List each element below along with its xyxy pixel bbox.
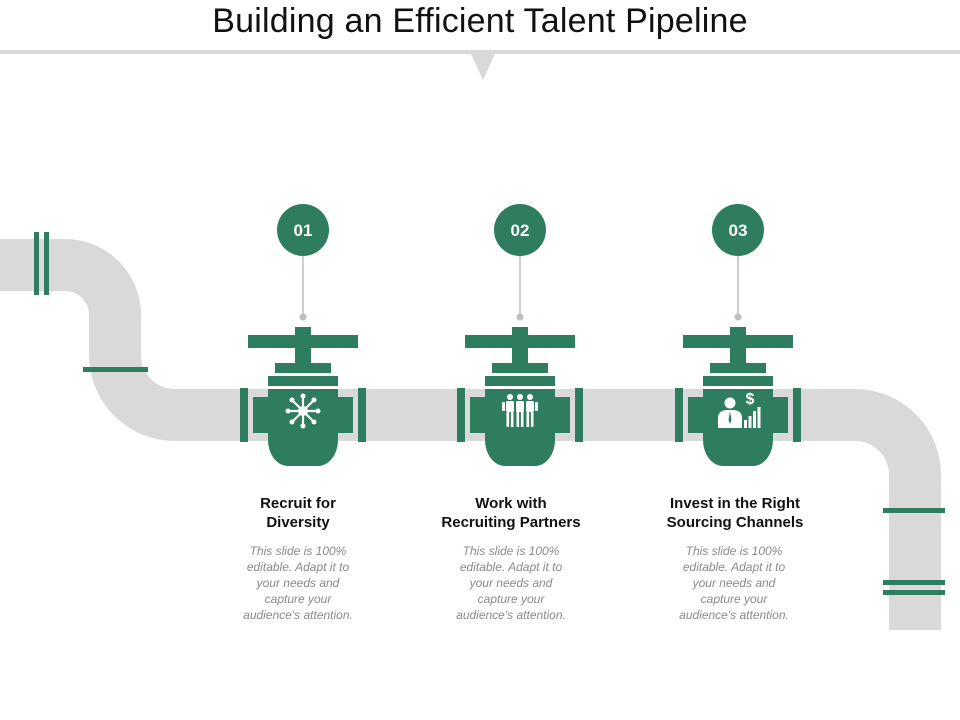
- step-3-desc-line-4: capture your: [700, 592, 768, 606]
- step-3-description: This slide is 100% editable. Adapt it to…: [659, 543, 809, 623]
- step-number: 01: [294, 221, 313, 240]
- step-1-description: This slide is 100% editable. Adapt it to…: [223, 543, 373, 623]
- step-1-desc-line-5: audience's attention.: [243, 608, 353, 622]
- step-1-title: Recruit for Diversity: [198, 494, 398, 532]
- step-1-desc-line-3: your needs and: [256, 576, 340, 590]
- pipe: [0, 239, 941, 630]
- step-3-desc-line-3: your needs and: [692, 576, 776, 590]
- slide-title: Building an Efficient Talent Pipeline: [212, 2, 748, 40]
- step-3-title-line-1: Invest in the Right: [669, 495, 800, 512]
- title-pointer: [471, 54, 495, 80]
- valve-1: 01: [240, 204, 366, 466]
- pipe-coupling-right-lower: [883, 580, 945, 595]
- connector-dot: [299, 313, 307, 321]
- step-3-title: Invest in the Right Sourcing Channels: [635, 494, 835, 532]
- valve-flange-right: [575, 388, 583, 442]
- valve-2: 02: [457, 204, 583, 466]
- pipe-coupling-bend: [83, 367, 148, 372]
- step-3-desc-line-5: audience's attention.: [679, 608, 789, 622]
- valve-body: [485, 389, 555, 466]
- step-1-desc-line-2: editable. Adapt it to: [246, 560, 350, 574]
- step-1-desc-line-4: capture your: [264, 592, 332, 606]
- step-3-title-line-2: Sourcing Channels: [666, 514, 804, 531]
- step-2-desc-line-2: editable. Adapt it to: [459, 560, 563, 574]
- step-number-badge: [494, 204, 546, 256]
- step-2-desc-line-1: This slide is 100%: [462, 544, 560, 558]
- valve-3: 03 $: [675, 204, 801, 466]
- valve-flange-left: [457, 388, 465, 442]
- title-divider: [0, 50, 960, 54]
- step-2-description: This slide is 100% editable. Adapt it to…: [436, 543, 586, 623]
- pipe-coupling-left: [34, 232, 49, 295]
- valve-flange-right: [358, 388, 366, 442]
- step-number-badge: [712, 204, 764, 256]
- step-2-desc-line-5: audience's attention.: [456, 608, 566, 622]
- valve-flange-left: [675, 388, 683, 442]
- valve-handwheel: [683, 335, 793, 348]
- dollar-icon: $: [746, 391, 755, 408]
- step-3-desc-line-1: This slide is 100%: [685, 544, 783, 558]
- team-people-icon: [502, 394, 538, 427]
- valve-flange-right: [793, 388, 801, 442]
- step-2-title-line-1: Work with: [475, 495, 547, 512]
- step-number-badge: [277, 204, 329, 256]
- connector-dot: [734, 313, 742, 321]
- gears-tools-icon: [285, 393, 321, 429]
- businessman-growth-icon: $: [718, 391, 761, 428]
- valve-handwheel: [465, 335, 575, 348]
- step-2-desc-line-3: your needs and: [469, 576, 553, 590]
- step-2-desc-line-4: capture your: [477, 592, 545, 606]
- step-number: 03: [729, 221, 748, 240]
- step-1-title-line-2: Diversity: [266, 514, 330, 531]
- valve-flange-left: [240, 388, 248, 442]
- step-1-title-line-1: Recruit for: [260, 495, 336, 512]
- pipe-coupling-right-upper: [883, 508, 945, 513]
- connector-dot: [516, 313, 524, 321]
- step-3-desc-line-2: editable. Adapt it to: [682, 560, 786, 574]
- step-2-title-line-2: Recruiting Partners: [441, 514, 581, 531]
- step-1-desc-line-1: This slide is 100%: [249, 544, 347, 558]
- valve-handwheel: [248, 335, 358, 348]
- step-number: 02: [511, 221, 530, 240]
- step-2-title: Work with Recruiting Partners: [411, 494, 611, 532]
